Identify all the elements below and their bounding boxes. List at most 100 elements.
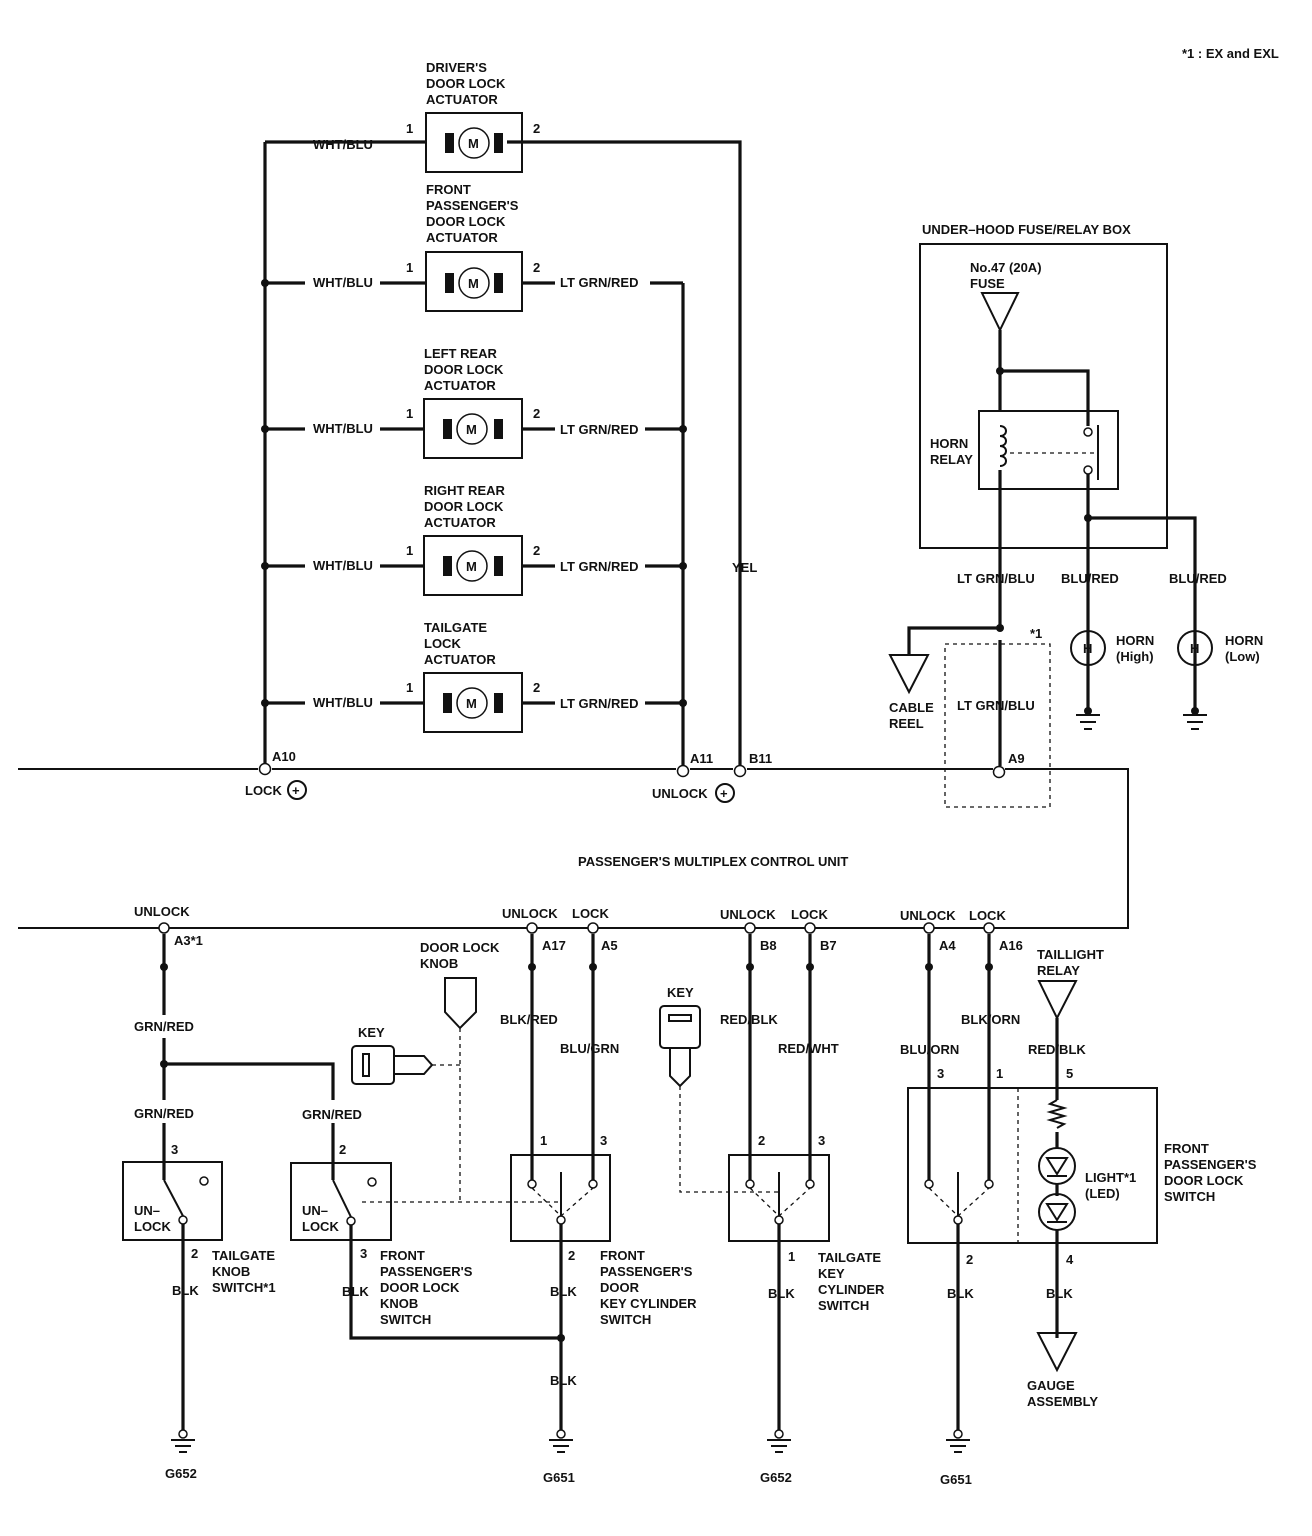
actuator-title: RIGHT REAR [424,483,506,498]
terminal-label-a17: A17 [542,938,566,953]
plus-circle-icon [715,783,735,803]
wire-label: BLU/RED [1169,571,1227,586]
pin-label: 2 [758,1133,765,1148]
actuator-title: ACTUATOR [424,515,496,530]
pin-label: 3 [171,1142,178,1157]
door-lock-knob-label: DOOR LOCK [420,940,500,955]
taillight-relay-label: TAILLIGHT [1037,947,1104,962]
pin-label: 3 [360,1246,367,1261]
wire-label: BLU/RED [1061,571,1119,586]
pin-label: 2 [533,406,540,421]
horn-label: HORN [1116,633,1154,648]
wire-label: LT GRN/RED [560,696,638,711]
yel-wire [507,140,742,769]
switch-name: DOOR LOCK [1164,1173,1244,1188]
wire-label: BLK/RED [500,1012,558,1027]
terminal-a9 [992,765,1006,779]
terminal-label-a4: A4 [939,938,956,953]
switch-name: KEY [818,1266,845,1281]
ground-label: G652 [760,1470,792,1485]
light-label: LIGHT*1 [1085,1170,1136,1185]
pin-label: 2 [533,121,540,136]
wire-label: LT GRN/RED [560,422,638,437]
wire-label: GRN/RED [302,1107,362,1122]
pin-label: 3 [818,1133,825,1148]
gauge-triangle-icon [1036,1332,1078,1373]
terminal-lock-label: LOCK [572,906,609,921]
led-icon [1038,1147,1076,1185]
switch-name: PASSENGER'S [600,1264,693,1279]
pin-label: 1 [540,1133,547,1148]
wire-label: WHT/BLU [313,275,373,290]
terminal-label-b11: B11 [749,751,772,766]
taillight-relay-label: RELAY [1037,963,1080,978]
motor-symbol: M [466,422,477,437]
terminal-label-a16: A16 [999,938,1023,953]
actuator-title: ACTUATOR [426,92,498,107]
switch-name: SWITCH [1164,1189,1215,1204]
ground-label: G651 [940,1472,972,1487]
actuator-title: PASSENGER'S [426,198,519,213]
wire-label: BLK [342,1284,369,1299]
control-unit-title: PASSENGER'S MULTIPLEX CONTROL UNIT [578,854,848,869]
switch-name: PASSENGER'S [380,1264,473,1279]
horn-label: HORN [1225,633,1263,648]
terminal-label-a3: A3*1 [174,933,203,948]
horn-label: (High) [1116,649,1154,664]
motor-symbol: M [468,136,479,151]
wire-label: BLK [1046,1286,1073,1301]
under-hood-fuse-relay-box [919,243,1168,549]
key-label: KEY [358,1025,385,1040]
wire-label: LT GRN/RED [560,559,638,574]
resistor-icon [1046,1099,1068,1129]
gauge-label: GAUGE [1027,1378,1075,1393]
wire-label: GRN/RED [134,1019,194,1034]
switch-name: FRONT [600,1248,645,1263]
wire-label: BLU/GRN [560,1041,619,1056]
terminal-label-a11: A11 [690,751,713,766]
actuator-title: ACTUATOR [426,230,498,245]
pin-label: 2 [533,543,540,558]
terminal-b11 [733,764,747,778]
actuator-title: ACTUATOR [424,378,496,393]
horn-symbol: H [1083,641,1092,656]
ground-icon [549,1429,573,1453]
switch-name: CYLINDER [818,1282,885,1297]
switch-name: KNOB [212,1264,250,1279]
terminal-a10 [258,762,272,776]
pin-label: 1 [788,1249,795,1264]
switch-name: DOOR LOCK [380,1280,460,1295]
actuator-title: DOOR LOCK [426,214,506,229]
motor-symbol: M [468,276,479,291]
relay-label: HORN [930,436,968,451]
front-knob-switch-box [290,1162,392,1241]
gauge-label: ASSEMBLY [1027,1394,1098,1409]
control-unit-upper-edge-cont [272,768,1129,929]
footnote: *1 : EX and EXL [1182,46,1279,61]
switch-name: SWITCH [600,1312,651,1327]
pin-label: 2 [533,260,540,275]
actuator-title: TAILGATE [424,620,487,635]
wire-label: BLK [947,1286,974,1301]
pin-label: 2 [533,680,540,695]
door-lock-knob-label: KNOB [420,956,458,971]
ground-icon [171,1429,195,1453]
motor-symbol: M [466,696,477,711]
terminal-label-a10: A10 [272,749,296,764]
horn-low-ground-icon [1183,707,1207,730]
lock-label: LOCK [245,783,282,798]
switch-name: SWITCH [818,1298,869,1313]
plus-label: + [720,786,728,801]
cable-reel-label: CABLE [889,700,934,715]
pin-label: 1 [996,1066,1003,1081]
wire-label: RED/WHT [778,1041,839,1056]
switch-text: UN– [134,1203,160,1218]
horn-symbol: H [1190,641,1199,656]
pin-label: 1 [406,680,413,695]
driver-door-lock-actuator: DRIVER'S DOOR LOCK ACTUATOR M WHT/BLU 1 … [265,60,540,173]
front-passenger-door-lock-actuator: FRONT PASSENGER'S DOOR LOCK ACTUATOR M W… [265,182,683,312]
terminal-label-b7: B7 [820,938,837,953]
actuator-title: LOCK [424,636,461,651]
taillight-relay-triangle-icon [1037,980,1078,1021]
